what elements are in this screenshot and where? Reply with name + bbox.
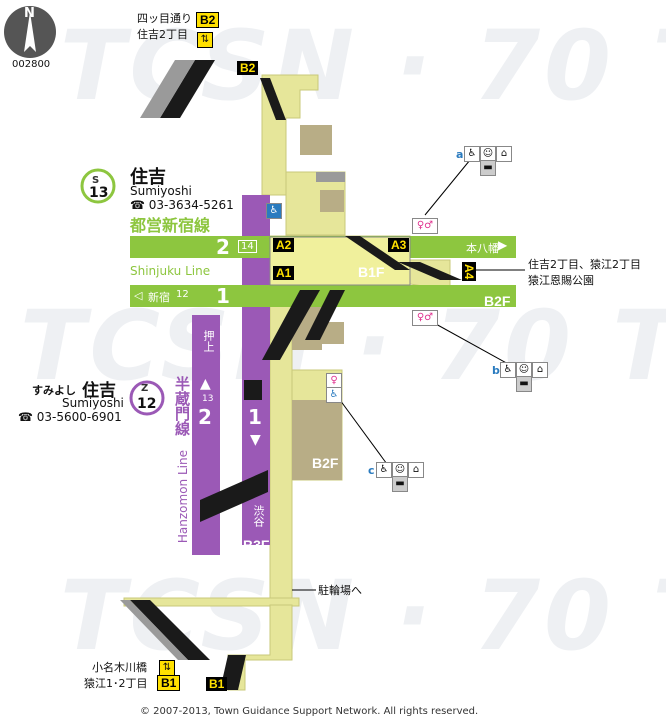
shinjuku-code-circle: [80, 168, 116, 204]
floor-b2f: B2F: [484, 293, 511, 309]
facility-b-label: b: [492, 364, 500, 377]
shinjuku-station-name: 住吉: [130, 167, 166, 188]
hanzomon-platform-2: 2: [198, 405, 212, 429]
toward-motoyawata: 本八幡: [466, 242, 499, 255]
wheelchair-icon[interactable]: ♿: [326, 387, 342, 403]
exit-b2-marker: B2: [237, 61, 259, 75]
compass-label: N: [24, 6, 35, 21]
map-code: 002800: [12, 59, 51, 70]
toward-shibuya: 渋谷: [252, 505, 265, 527]
toward-oshiage: 押上: [202, 330, 215, 352]
shinjuku-line-name: 都営新宿線: [130, 216, 211, 235]
toilet-icon[interactable]: ♀♂: [412, 310, 438, 326]
hanzomon-code-number: 12: [137, 396, 157, 412]
exit-b2-badge[interactable]: B2: [196, 12, 220, 28]
exit-a1[interactable]: A1: [273, 266, 295, 280]
shinjuku-platform-1: 1: [216, 284, 230, 308]
seat-icon[interactable]: ▬: [480, 160, 496, 176]
hanzomon-station-romaji: Sumiyoshi: [62, 396, 124, 410]
exit-b1-badge[interactable]: B1: [157, 675, 181, 691]
next-station-13: 13: [202, 394, 214, 404]
watermark: TCSN · 70 TCSN: [20, 290, 666, 402]
exit-a3[interactable]: A3: [388, 238, 410, 252]
floor-b1f: B1F: [358, 264, 385, 280]
next-station-12: 12: [176, 289, 189, 300]
shadows: [120, 60, 345, 660]
wheelchair-toilet-icon[interactable]: ♿: [376, 462, 392, 478]
copyright: © 2007-2013, Town Guidance Support Netwo…: [140, 706, 479, 717]
facility-c-label: c: [368, 464, 375, 477]
floor-b4f: B4F: [193, 555, 220, 571]
ostomate-icon[interactable]: ⌂: [496, 146, 512, 162]
arrow-up-icon: ▲: [200, 376, 211, 392]
exit-b2-area-1: 四ッ目通り: [137, 12, 192, 25]
hanzomon-code-circle: [129, 380, 165, 416]
exit-b1-area-1: 小名木川橋: [92, 661, 147, 674]
compass-needle: [24, 12, 36, 52]
hanzomon-line-en: Hanzomon Line: [176, 450, 190, 544]
wheelchair-toilet-icon[interactable]: ♿: [464, 146, 480, 162]
exit-b1-area-2: 猿江1･2丁目: [84, 677, 148, 690]
exit-a4-area-1: 住吉2丁目、猿江2丁目: [528, 258, 641, 271]
next-station-14: 14: [238, 240, 257, 253]
escalators: [130, 60, 462, 690]
hanzomon-phone: ☎ 03-5600-6901: [18, 410, 122, 424]
arrow-down-icon: ▼: [250, 432, 261, 448]
exit-a2[interactable]: A2: [273, 238, 295, 252]
elevator-icon: ⇅: [197, 32, 213, 48]
shinjuku-track-1: [130, 285, 516, 307]
facility-a-label: a: [456, 148, 464, 161]
arrow-left-icon: ◁: [134, 289, 143, 302]
bicycle-parking-label: 駐輪場へ: [318, 584, 362, 597]
toward-shinjuku: 新宿: [148, 291, 170, 304]
shinjuku-code-number: 13: [89, 185, 109, 201]
ostomate-icon[interactable]: ⌂: [532, 362, 548, 378]
hanzomon-code-letter: Z: [141, 383, 149, 394]
shinjuku-phone: ☎ 03-3634-5261: [130, 198, 234, 212]
shinjuku-code-letter: S: [92, 175, 100, 186]
exit-b1-marker: B1: [206, 677, 228, 691]
hanzomon-station-name: 住吉: [82, 381, 116, 401]
shinjuku-line-en: Shinjuku Line: [130, 264, 211, 278]
toilet-icon[interactable]: ♀♂: [412, 218, 438, 234]
elevator-icon: ⇅: [159, 660, 175, 676]
wheelchair-toilet-icon[interactable]: ♿: [500, 362, 516, 378]
seat-icon[interactable]: ▬: [516, 376, 532, 392]
shinjuku-station-romaji: Sumiyoshi: [130, 184, 192, 198]
floor-b3f: B3F: [243, 537, 270, 553]
hanzomon-line-name: 半蔵門線: [173, 376, 191, 436]
exit-a4[interactable]: A4: [462, 262, 476, 282]
exit-b2-area-2: 住吉2丁目: [137, 28, 188, 41]
arrow-right-icon: ▶: [498, 238, 508, 252]
hanzomon-platform-1: 1: [248, 405, 262, 429]
shinjuku-platform-2: 2: [216, 235, 230, 259]
exit-a4-area-2: 猿江恩賜公園: [528, 274, 594, 287]
hanzomon-station-kana: すみよし: [32, 384, 76, 397]
floor-b2f-lower: B2F: [312, 455, 339, 471]
wheelchair-icon[interactable]: ♿: [266, 203, 282, 219]
ostomate-icon[interactable]: ⌂: [408, 462, 424, 478]
seat-icon[interactable]: ▬: [392, 476, 408, 492]
